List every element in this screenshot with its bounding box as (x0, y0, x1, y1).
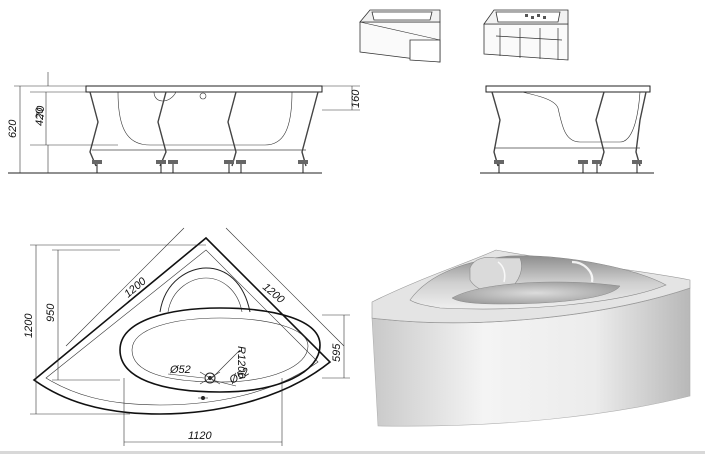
dim-radius: R1200 (235, 346, 247, 379)
dim-frame-height: 420 (34, 107, 46, 126)
dim-total-height: 620 (7, 119, 19, 138)
dim-drain-1: Ø52 (169, 364, 191, 376)
dim-depth-total: 1200 (23, 313, 35, 338)
side-view-left: 620 420 70 160 (7, 72, 362, 174)
dim-outlet-offset: 595 (331, 343, 343, 362)
bathtub-with-panel-icon (359, 9, 441, 63)
plan-view: 1200 1200 1200 950 595 1120 R1200 Ø52 Ø5… (23, 227, 350, 446)
bathtub-with-frame-icon (483, 9, 569, 61)
bathtub-3d-render (371, 249, 691, 427)
bottom-rule (0, 451, 705, 454)
dim-foot-adjust: 70 (35, 105, 47, 118)
dim-width: 1120 (188, 430, 213, 442)
dim-rim-height: 160 (350, 89, 362, 108)
dim-inner-depth: 950 (45, 303, 57, 322)
side-view-right (480, 85, 654, 174)
